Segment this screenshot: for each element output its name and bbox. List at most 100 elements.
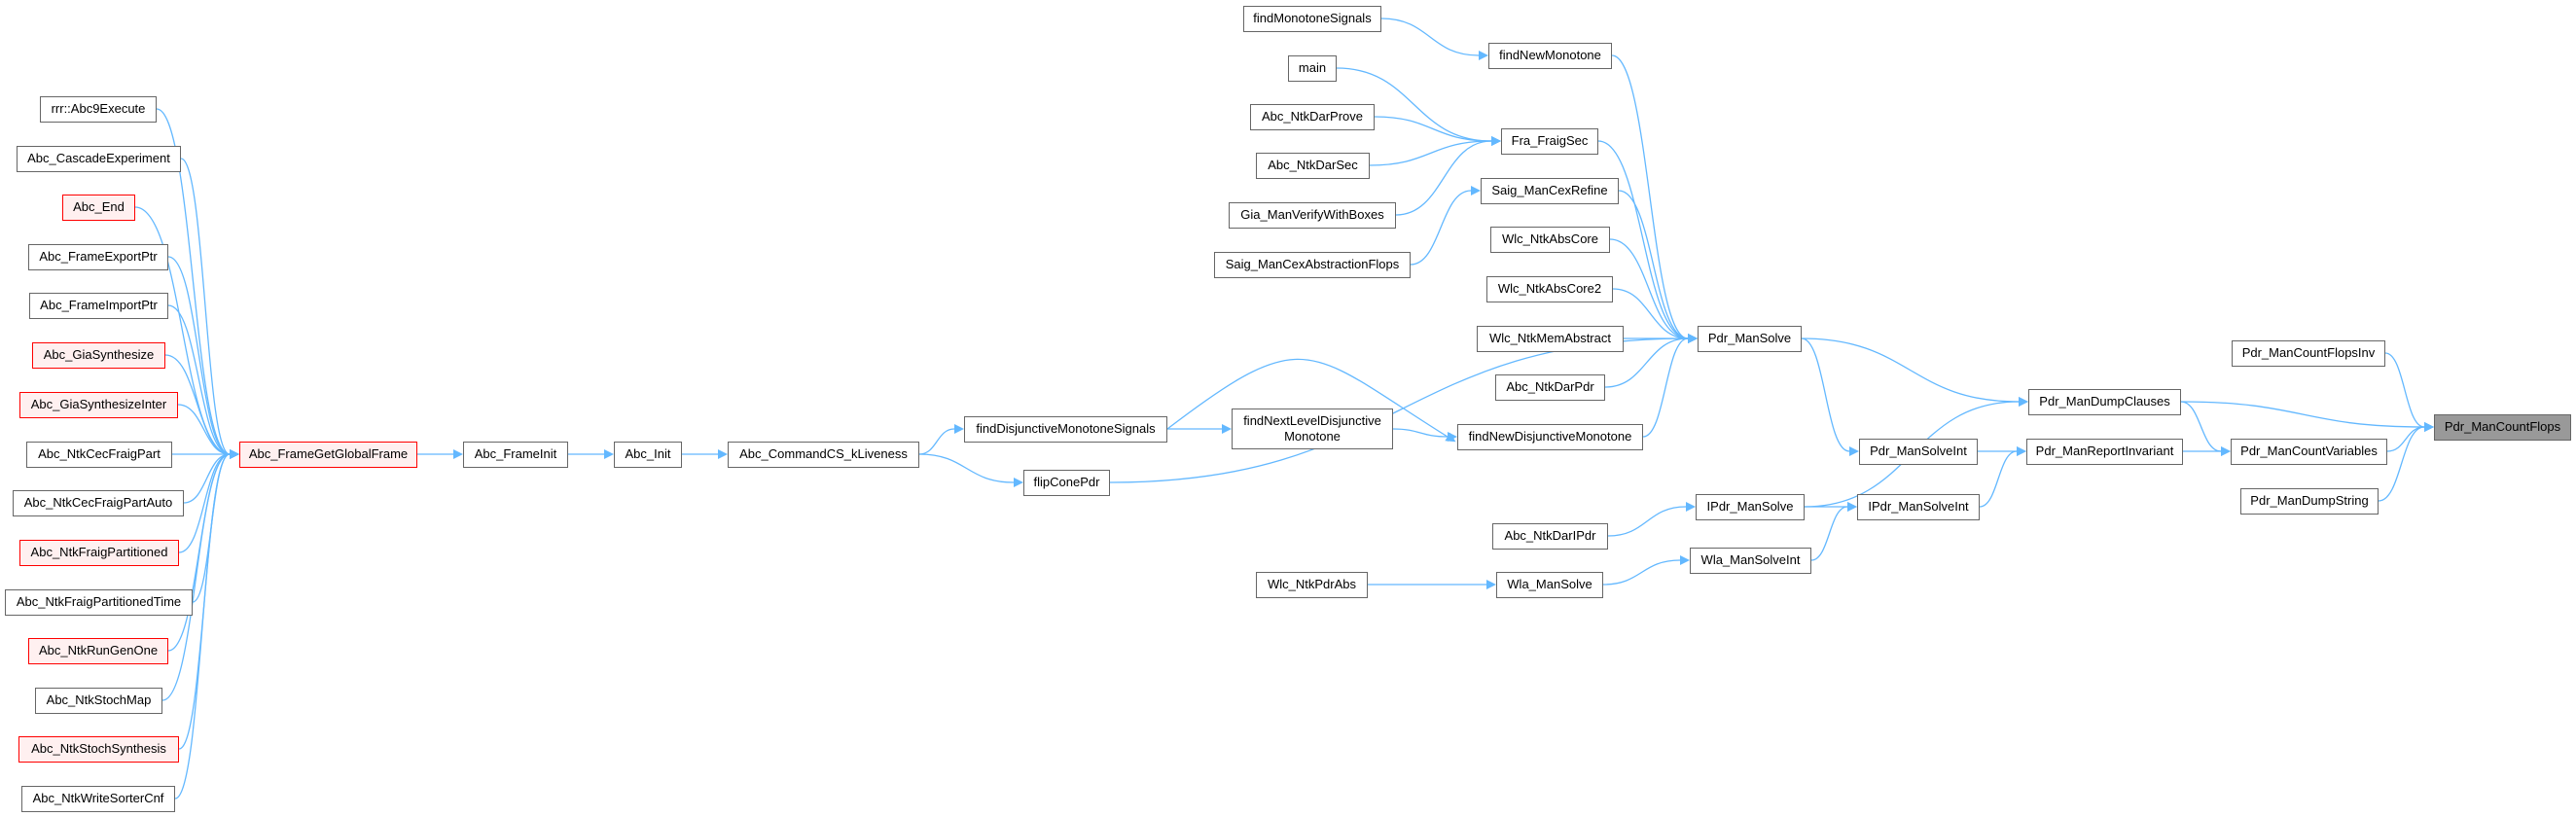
graph-node-end[interactable]: Abc_End bbox=[62, 194, 135, 221]
graph-node-kl[interactable]: Abc_CommandCS_kLiveness bbox=[728, 441, 919, 468]
graph-node-wms[interactable]: Wla_ManSolve bbox=[1496, 571, 1603, 598]
graph-node-gias[interactable]: Abc_GiaSynthesize bbox=[32, 341, 165, 369]
edge-ndpdr-pms bbox=[1604, 337, 1689, 388]
graph-node-nfpt[interactable]: Abc_NtkFraigPartitionedTime bbox=[5, 588, 193, 616]
arrowhead-icon bbox=[1448, 432, 1457, 442]
graph-node-ipsi[interactable]: IPdr_ManSolveInt bbox=[1857, 493, 1980, 520]
graph-node-wpa[interactable]: Wlc_NtkPdrAbs bbox=[1256, 571, 1368, 598]
edge-ipsi-pri bbox=[1979, 450, 2018, 508]
arrowhead-icon bbox=[453, 449, 463, 459]
edge-stm-ggf bbox=[161, 453, 231, 701]
arrowhead-icon bbox=[1847, 502, 1857, 512]
graph-node-fms[interactable]: findMonotoneSignals bbox=[1243, 5, 1381, 32]
edge-main-ffs bbox=[1336, 67, 1492, 142]
graph-node-pdc[interactable]: Pdr_ManDumpClauses bbox=[2028, 388, 2181, 415]
graph-node-wmsi[interactable]: Wla_ManSolveInt bbox=[1690, 547, 1811, 574]
graph-node-giasi[interactable]: Abc_GiaSynthesizeInter bbox=[19, 391, 178, 418]
graph-node-scaf[interactable]: Saig_ManCexAbstractionFlops bbox=[1214, 251, 1411, 278]
edge-fdms-fndm bbox=[1166, 358, 1449, 438]
edge-exp-ggf bbox=[167, 256, 231, 455]
edge-giasi-ggf bbox=[177, 404, 231, 455]
edge-fcp-pms bbox=[1109, 337, 1689, 483]
graph-node-ndp[interactable]: Abc_NtkDarProve bbox=[1250, 103, 1375, 130]
arrowhead-icon bbox=[230, 449, 239, 459]
arrowhead-icon bbox=[1222, 424, 1232, 434]
graph-node-rgo[interactable]: Abc_NtkRunGenOne bbox=[28, 637, 168, 664]
graph-node-casc[interactable]: Abc_CascadeExperiment bbox=[17, 145, 181, 172]
edge-cfpa-ggf bbox=[183, 453, 231, 504]
edge-fnld-fndm bbox=[1392, 428, 1449, 438]
graph-node-pcv[interactable]: Pdr_ManCountVariables bbox=[2231, 438, 2387, 465]
arrowhead-icon bbox=[1014, 478, 1023, 487]
graph-node-wsc[interactable]: Abc_NtkWriteSorterCnf bbox=[21, 785, 175, 812]
graph-node-ffs[interactable]: Fra_FraigSec bbox=[1501, 127, 1598, 155]
graph-node-wma[interactable]: Wlc_NtkMemAbstract bbox=[1477, 325, 1624, 352]
graph-node-cfp[interactable]: Abc_NtkCecFraigPart bbox=[26, 441, 172, 468]
graph-node-sts[interactable]: Abc_NtkStochSynthesis bbox=[18, 735, 179, 763]
edge-fnm-pms bbox=[1611, 54, 1689, 339]
graph-node-rrr[interactable]: rrr::Abc9Execute bbox=[40, 95, 157, 123]
graph-node-cfpa[interactable]: Abc_NtkCecFraigPartAuto bbox=[13, 489, 184, 516]
graph-node-wac2[interactable]: Wlc_NtkAbsCore2 bbox=[1486, 275, 1613, 302]
graph-node-gvb[interactable]: Gia_ManVerifyWithBoxes bbox=[1229, 201, 1396, 229]
edge-scr-pms bbox=[1618, 190, 1689, 339]
edge-pds-pcf bbox=[2378, 426, 2425, 502]
edge-fndm-pms bbox=[1642, 337, 1689, 438]
graph-node-pcf[interactable]: Pdr_ManCountFlops bbox=[2434, 413, 2571, 441]
graph-node-fnld[interactable]: findNextLevelDisjunctive Monotone bbox=[1232, 408, 1393, 449]
graph-node-fcp[interactable]: flipConePdr bbox=[1023, 469, 1110, 496]
graph-node-pri[interactable]: Pdr_ManReportInvariant bbox=[2026, 438, 2183, 465]
edge-pms-pdc bbox=[1801, 337, 2020, 403]
edge-casc-ggf bbox=[180, 158, 231, 455]
graph-node-psi[interactable]: Pdr_ManSolveInt bbox=[1859, 438, 1978, 465]
edge-kl-fdms bbox=[918, 428, 955, 455]
edge-kl-fcp bbox=[918, 453, 1015, 483]
edge-pms-psi bbox=[1801, 337, 1850, 452]
edge-rrr-ggf bbox=[156, 108, 231, 455]
graph-node-fndm[interactable]: findNewDisjunctiveMonotone bbox=[1457, 423, 1643, 450]
arrowhead-icon bbox=[718, 449, 728, 459]
arrowhead-icon bbox=[2424, 422, 2434, 432]
arrowhead-icon bbox=[1686, 502, 1696, 512]
edge-nfp-ggf bbox=[178, 453, 231, 553]
arrowhead-icon bbox=[2221, 446, 2231, 456]
edge-ndip-ips bbox=[1607, 506, 1687, 537]
edge-ffs-pms bbox=[1597, 140, 1689, 339]
graph-node-scr[interactable]: Saig_ManCexRefine bbox=[1481, 177, 1619, 204]
graph-node-exp[interactable]: Abc_FrameExportPtr bbox=[28, 243, 168, 270]
arrowhead-icon bbox=[1849, 446, 1859, 456]
graph-node-nds[interactable]: Abc_NtkDarSec bbox=[1256, 152, 1370, 179]
graph-node-ggf[interactable]: Abc_FrameGetGlobalFrame bbox=[239, 441, 417, 468]
graph-node-pcfi[interactable]: Pdr_ManCountFlopsInv bbox=[2232, 339, 2385, 367]
graph-node-ips[interactable]: IPdr_ManSolve bbox=[1696, 493, 1805, 520]
edge-pdc-pcf bbox=[2180, 401, 2425, 428]
graph-node-finit[interactable]: Abc_FrameInit bbox=[463, 441, 568, 468]
graph-node-pds[interactable]: Pdr_ManDumpString bbox=[2240, 487, 2379, 515]
graph-node-pms[interactable]: Pdr_ManSolve bbox=[1698, 325, 1802, 352]
arrowhead-icon bbox=[1491, 136, 1501, 146]
graph-node-imp[interactable]: Abc_FrameImportPtr bbox=[29, 292, 168, 319]
graph-node-ndip[interactable]: Abc_NtkDarIPdr bbox=[1492, 522, 1608, 550]
graph-node-ndpdr[interactable]: Abc_NtkDarPdr bbox=[1495, 373, 1605, 401]
graph-node-fnm[interactable]: findNewMonotone bbox=[1488, 42, 1612, 69]
edge-imp-ggf bbox=[167, 304, 231, 455]
edge-ndp-ffs bbox=[1374, 116, 1492, 142]
graph-node-fdms[interactable]: findDisjunctiveMonotoneSignals bbox=[964, 415, 1167, 443]
edge-pcfi-pcf bbox=[2384, 352, 2425, 428]
arrowhead-icon bbox=[954, 424, 964, 434]
graph-node-nfp[interactable]: Abc_NtkFraigPartitioned bbox=[19, 539, 179, 566]
graph-node-main[interactable]: main bbox=[1288, 54, 1337, 82]
edge-wms-wmsi bbox=[1602, 559, 1681, 586]
arrowhead-icon bbox=[1471, 186, 1481, 195]
edge-nds-ffs bbox=[1369, 140, 1492, 166]
graph-node-wac[interactable]: Wlc_NtkAbsCore bbox=[1490, 226, 1610, 253]
arrowhead-icon bbox=[1688, 334, 1698, 343]
arrowhead-icon bbox=[1486, 580, 1496, 589]
arrowhead-icon bbox=[2019, 397, 2028, 407]
edge-fms-fnm bbox=[1380, 18, 1480, 56]
graph-node-init[interactable]: Abc_Init bbox=[614, 441, 682, 468]
graph-node-stm[interactable]: Abc_NtkStochMap bbox=[35, 687, 162, 714]
arrowhead-icon bbox=[604, 449, 614, 459]
